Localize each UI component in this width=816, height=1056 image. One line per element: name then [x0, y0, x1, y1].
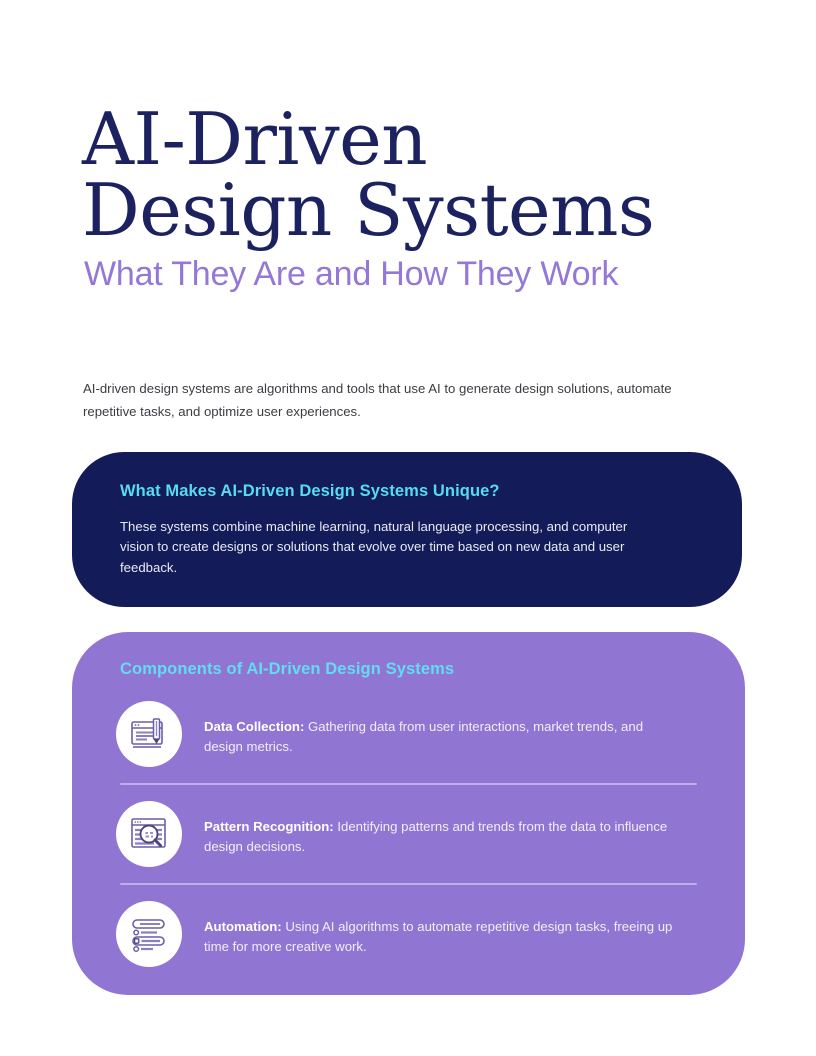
title-block: AI-Driven Design Systems What They Are a…: [82, 97, 722, 294]
unique-card: What Makes AI-Driven Design Systems Uniq…: [72, 452, 742, 607]
list-item-description: Gathering data from user interactions, m…: [204, 719, 644, 755]
list-item-text: Data Collection: Gathering data from use…: [204, 701, 674, 758]
list-item-text: Pattern Recognition: Identifying pattern…: [204, 801, 674, 858]
components-list: Data Collection: Gathering data from use…: [72, 685, 745, 983]
page-subtitle: What They Are and How They Work: [84, 255, 619, 294]
unique-card-heading: What Makes AI-Driven Design Systems Uniq…: [120, 482, 500, 500]
unique-card-body: These systems combine machine learning, …: [120, 519, 628, 575]
list-item-description: Identifying patterns and trends from the…: [204, 819, 668, 855]
list-item-term: Pattern Recognition:: [204, 819, 334, 834]
components-card-heading: Components of AI-Driven Design Systems: [120, 660, 455, 678]
list-divider: [120, 783, 697, 785]
document-pen-icon: [116, 701, 182, 767]
list-item-description: Using AI algorithms to automate repetiti…: [204, 919, 673, 955]
page-title: AI-Driven Design Systems: [82, 97, 655, 252]
list-item: Pattern Recognition: Identifying pattern…: [72, 785, 745, 883]
list-item: Automation: Using AI algorithms to autom…: [72, 885, 745, 983]
list-item-term: Data Collection:: [204, 719, 305, 734]
list-item-term: Automation:: [204, 919, 282, 934]
list-divider: [120, 883, 697, 885]
checklist-toggle-icon: [116, 901, 182, 967]
intro-paragraph: AI-driven design systems are algorithms …: [83, 381, 672, 419]
list-item: Data Collection: Gathering data from use…: [72, 685, 745, 783]
components-card: Components of AI-Driven Design Systems: [72, 632, 745, 995]
magnifier-window-icon: [116, 801, 182, 867]
list-item-text: Automation: Using AI algorithms to autom…: [204, 901, 674, 958]
